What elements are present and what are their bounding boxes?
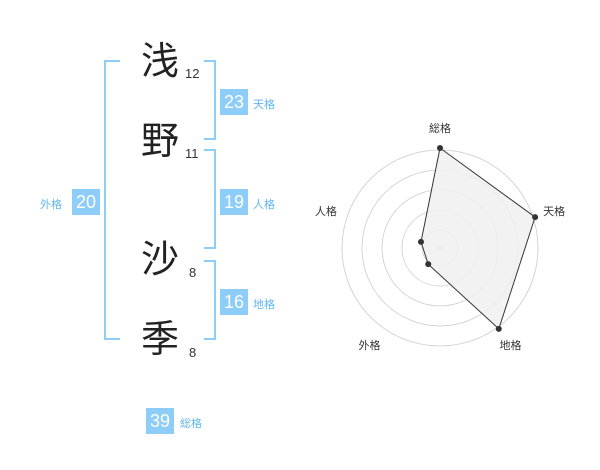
- radar-point-3: [495, 325, 502, 332]
- gaikaku-value: 20: [72, 189, 100, 215]
- radar-point-5: [417, 238, 424, 245]
- radar-axis-label-3: 地格: [500, 338, 522, 352]
- name-char-2: 野: [141, 119, 180, 163]
- soukaku-value: 39: [146, 408, 174, 434]
- jinkaku-bracket: [204, 149, 216, 249]
- tenkaku-value: 23: [220, 89, 248, 115]
- chikaku-bracket: [204, 260, 216, 340]
- jinkaku-value: 19: [220, 189, 248, 215]
- radar-point-4: [425, 261, 432, 268]
- radar-axis-label-1: 総格: [429, 121, 451, 135]
- name-char-1: 浅: [141, 39, 180, 83]
- chikaku-value: 16: [220, 289, 248, 315]
- stroke-count-1: 12: [185, 66, 200, 81]
- radar-point-1: [437, 145, 443, 151]
- radar-axis-label-2: 天格: [543, 204, 565, 218]
- name-char-4: 季: [141, 317, 180, 361]
- stroke-count-3: 8: [189, 265, 197, 280]
- jinkaku-label: 人格: [253, 198, 275, 211]
- radar-shape: [420, 147, 536, 330]
- gaikaku-label: 外格: [40, 198, 62, 211]
- radar-point-2: [532, 214, 539, 221]
- tenkaku-label: 天格: [253, 98, 275, 111]
- tenkaku-bracket: [204, 60, 216, 140]
- gaikaku-bracket: [104, 60, 120, 340]
- name-char-3: 沙: [141, 237, 180, 281]
- soukaku-label: 総格: [180, 417, 202, 430]
- radar-axis-label-5: 人格: [315, 204, 337, 218]
- chikaku-label: 地格: [253, 298, 275, 311]
- radar-points: [417, 145, 539, 332]
- stroke-count-2: 11: [185, 146, 199, 161]
- radar-axis-label-4: 外格: [359, 338, 381, 352]
- stroke-count-4: 8: [189, 345, 197, 360]
